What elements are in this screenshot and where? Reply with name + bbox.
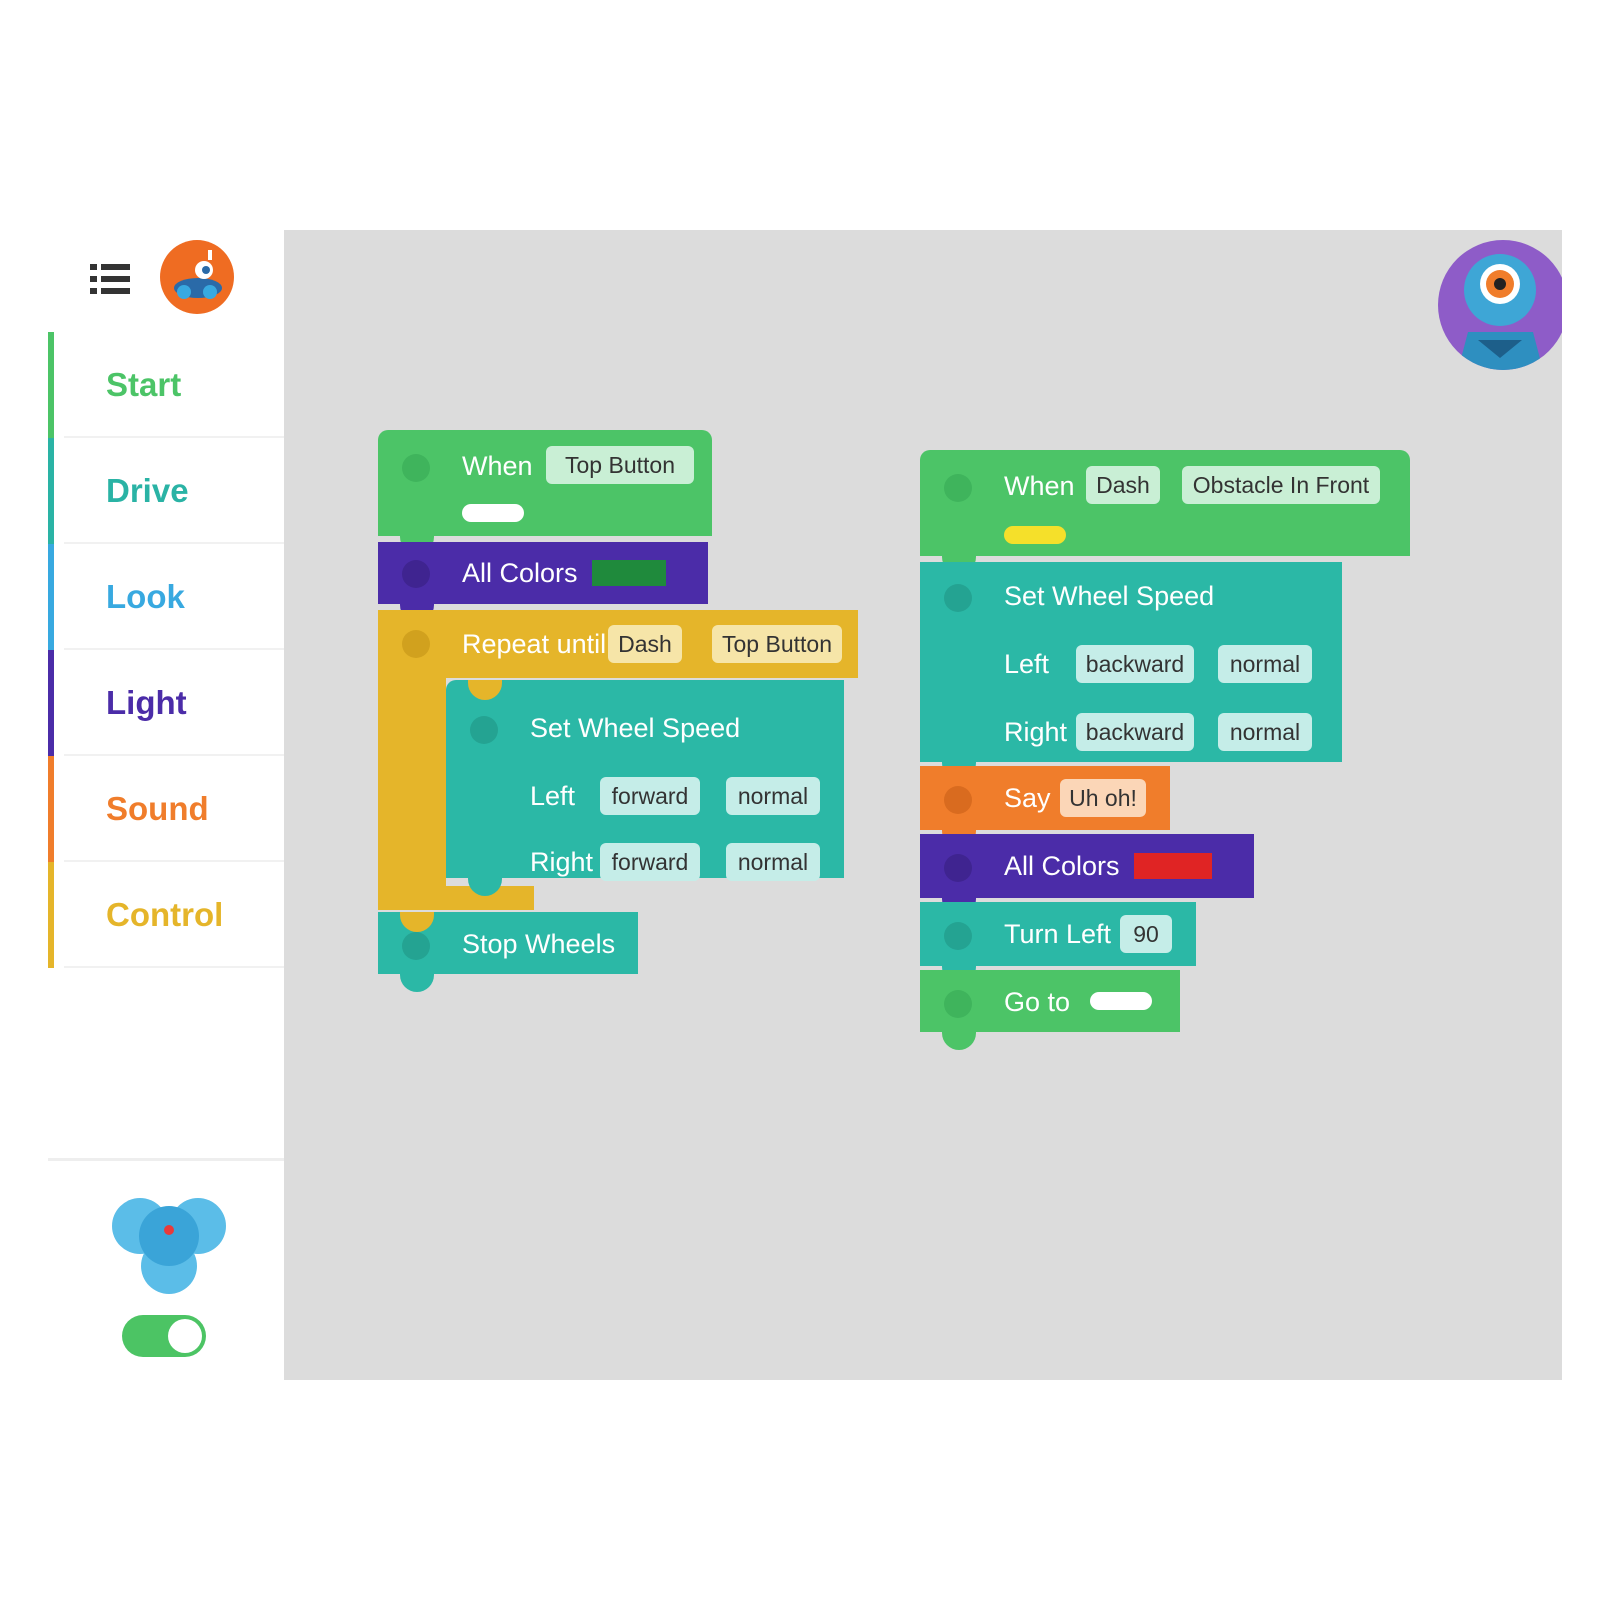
block-connector-icon — [400, 912, 434, 932]
set-wheel-speed-label: Set Wheel Speed — [1004, 581, 1215, 611]
when-label: When — [1004, 471, 1075, 501]
left-direction-dropdown[interactable]: forward — [600, 777, 700, 815]
right-direction-dropdown[interactable]: forward — [600, 843, 700, 881]
category-drive-label: Drive — [106, 472, 189, 509]
block-handle-icon — [402, 454, 430, 482]
color-pill[interactable] — [462, 504, 524, 522]
dash-robot-connection-icon[interactable] — [110, 1188, 228, 1296]
block-handle-icon — [402, 560, 430, 588]
dash-robot-avatar-icon[interactable] — [1438, 240, 1562, 370]
block-connector-icon — [468, 680, 502, 700]
category-drive[interactable]: Drive — [48, 438, 284, 544]
block-handle-icon — [944, 584, 972, 612]
block-handle-icon — [944, 786, 972, 814]
turn-left-label: Turn Left — [1004, 919, 1112, 949]
toggle-knob — [168, 1319, 202, 1353]
say-label: Say — [1004, 783, 1051, 813]
block-handle-icon — [944, 922, 972, 950]
dash-robot-orange-icon[interactable] — [160, 240, 234, 314]
category-sound-bar — [48, 756, 54, 862]
right-speed-dropdown[interactable]: normal — [726, 843, 820, 881]
trigger-dropdown[interactable]: Top Button — [546, 446, 694, 484]
left-speed-dropdown[interactable]: normal — [1218, 645, 1312, 683]
repeat-until-header[interactable]: Repeat until Dash Top Button — [378, 610, 858, 678]
left-speed-dropdown[interactable]: normal — [726, 777, 820, 815]
program-canvas[interactable]: When Top Button All Colors Repeat until … — [284, 230, 1562, 1380]
right-speed-dropdown[interactable]: normal — [1218, 713, 1312, 751]
category-start-bar — [48, 332, 54, 438]
category-control-bar — [48, 862, 54, 968]
divider — [64, 542, 284, 544]
all-colors-block-2[interactable]: All Colors — [920, 834, 1254, 916]
block-handle-icon — [470, 716, 498, 744]
category-look-label: Look — [106, 578, 185, 615]
category-light-label: Light — [106, 684, 187, 721]
divider — [64, 754, 284, 756]
set-wheel-speed-block-2[interactable]: Set Wheel Speed Left backward normal Rig… — [920, 562, 1342, 780]
left-direction-dropdown[interactable]: backward — [1076, 645, 1194, 683]
block-handle-icon — [944, 990, 972, 1018]
when-block[interactable]: When Top Button — [378, 430, 712, 554]
when-label: When — [462, 451, 533, 481]
category-look[interactable]: Look — [48, 544, 284, 650]
color-pill[interactable] — [1004, 526, 1066, 544]
turn-angle-input[interactable]: 90 — [1120, 915, 1172, 953]
category-sound-label: Sound — [106, 790, 209, 827]
set-wheel-speed-block[interactable]: Set Wheel Speed Left forward normal Righ… — [446, 680, 844, 896]
set-wheel-speed-label: Set Wheel Speed — [530, 713, 741, 743]
all-colors-label: All Colors — [1004, 851, 1120, 881]
turn-left-block[interactable]: Turn Left 90 — [920, 902, 1196, 984]
right-direction-dropdown[interactable]: backward — [1076, 713, 1194, 751]
block-connector-icon — [400, 974, 434, 992]
category-drive-bar — [48, 438, 54, 544]
category-control-label: Control — [106, 896, 224, 933]
divider — [64, 860, 284, 862]
divider — [64, 966, 284, 968]
category-look-bar — [48, 544, 54, 650]
robot-dropdown[interactable]: Dash — [608, 625, 682, 663]
category-sidebar: Start Drive Look Light Sound Control — [48, 230, 284, 1380]
left-wheel-label: Left — [1004, 649, 1050, 679]
say-block[interactable]: Say Uh oh! — [920, 766, 1170, 848]
block-handle-icon — [944, 474, 972, 502]
event-dropdown[interactable]: Obstacle In Front — [1182, 466, 1380, 504]
left-wheel-label: Left — [530, 781, 576, 811]
sound-dropdown[interactable]: Uh oh! — [1060, 779, 1146, 817]
all-colors-label: All Colors — [462, 558, 578, 588]
block-handle-icon — [402, 630, 430, 658]
go-to-block[interactable]: Go to — [920, 970, 1180, 1050]
block-handle-icon — [402, 932, 430, 960]
category-list: Start Drive Look Light Sound Control — [48, 332, 284, 968]
block-handle-icon — [944, 854, 972, 882]
repeat-until-side — [378, 678, 446, 906]
divider — [64, 436, 284, 438]
color-swatch[interactable] — [1134, 853, 1212, 879]
divider — [64, 648, 284, 650]
right-wheel-label: Right — [1004, 717, 1068, 747]
repeat-until-footer — [378, 886, 534, 910]
category-sound[interactable]: Sound — [48, 756, 284, 862]
color-swatch[interactable] — [592, 560, 666, 586]
sidebar-divider — [48, 1158, 284, 1161]
block-connector-icon — [942, 1032, 976, 1050]
event-dropdown[interactable]: Top Button — [712, 625, 842, 663]
right-wheel-label: Right — [530, 847, 594, 877]
stop-wheels-label: Stop Wheels — [462, 929, 616, 959]
repeat-until-label: Repeat until — [462, 629, 607, 659]
list-menu-icon[interactable] — [90, 264, 130, 296]
block-connector-icon — [468, 878, 502, 896]
color-pill[interactable] — [1090, 992, 1152, 1010]
category-light[interactable]: Light — [48, 650, 284, 756]
robot-connection-toggle[interactable] — [122, 1315, 206, 1357]
category-start[interactable]: Start — [48, 332, 284, 438]
robot-dropdown[interactable]: Dash — [1086, 466, 1160, 504]
all-colors-block[interactable]: All Colors — [378, 542, 708, 622]
when-obstacle-block[interactable]: When Dash Obstacle In Front — [920, 450, 1410, 574]
category-light-bar — [48, 650, 54, 756]
category-start-label: Start — [106, 366, 182, 403]
go-to-label: Go to — [1004, 987, 1071, 1017]
stop-wheels-block[interactable]: Stop Wheels — [378, 912, 638, 992]
category-control[interactable]: Control — [48, 862, 284, 968]
